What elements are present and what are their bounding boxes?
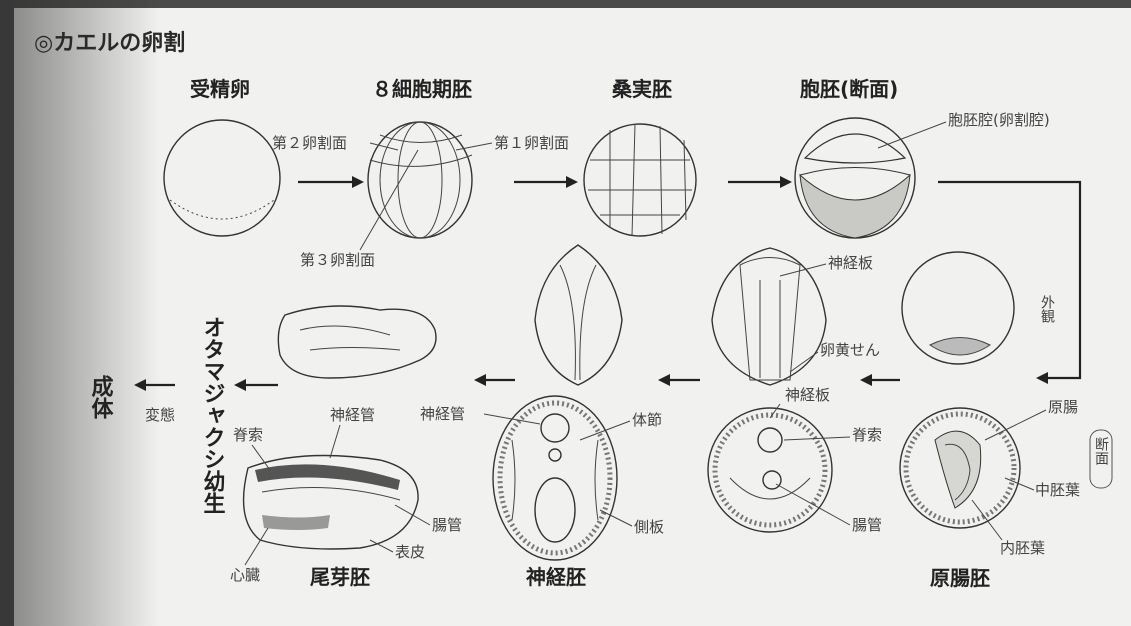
leader-blastocoel xyxy=(878,122,946,148)
label-neural-tube-left: 神経管 xyxy=(420,405,465,423)
label-epidermis: 表皮 xyxy=(395,543,425,561)
leader-heart xyxy=(245,528,268,565)
label-archenteron: 原腸 xyxy=(1048,398,1078,416)
neurula-exterior-drawing xyxy=(535,245,622,385)
label-third-cleavage: 第３卵割面 xyxy=(300,251,375,269)
label-first-cleavage: 第１卵割面 xyxy=(494,134,569,152)
leader-endoderm xyxy=(972,500,1002,540)
leader-gut-tube-tb xyxy=(395,505,430,525)
leader-neural-plate-mid xyxy=(770,404,780,418)
label-neural-plate-mid: 神経板 xyxy=(785,386,830,404)
neural-plate-section-drawing xyxy=(708,408,832,532)
gastrula-exterior-drawing xyxy=(902,252,1014,364)
eight-cell-drawing xyxy=(368,122,472,238)
label-gastrula: 原腸胚 xyxy=(930,566,990,590)
fertilized-egg-drawing xyxy=(164,120,280,236)
label-neural-plate-top: 神経板 xyxy=(828,254,873,272)
label-blastocoel: 胞胚腔(卵割腔) xyxy=(948,111,1050,129)
label-blastopore: 卵黄せん xyxy=(820,341,880,359)
label-adult: 成体 xyxy=(88,375,114,419)
label-notochord-mid: 脊索 xyxy=(852,426,882,444)
arrow-1-head xyxy=(352,176,364,188)
label-morula: 桑実胚 xyxy=(612,77,672,101)
arrow-2-head xyxy=(566,176,578,188)
arrow-5-head xyxy=(658,374,670,386)
morula-drawing xyxy=(584,124,696,236)
leader-gut-tube-mid xyxy=(776,484,850,525)
connector-arrow-head xyxy=(1036,372,1048,384)
arrow-3-head xyxy=(780,176,792,188)
label-tadpole: オタマジャクシ幼生 xyxy=(200,316,226,514)
label-neural-tube-tb: 神経管 xyxy=(330,406,375,424)
neurula-section-drawing xyxy=(493,396,617,560)
tadpole-drawing xyxy=(278,306,436,378)
label-exterior-view: 外観 xyxy=(1039,295,1055,323)
label-blastula: 胞胚(断面) xyxy=(800,77,898,101)
label-somite: 体節 xyxy=(632,411,662,429)
blastula-drawing xyxy=(795,118,915,238)
leader-second-cleavage xyxy=(370,143,398,150)
label-eight-cell: ８細胞期胚 xyxy=(372,77,472,101)
leader-third-cleavage xyxy=(360,150,418,250)
label-section: 断面 xyxy=(1093,437,1109,465)
label-tailbud: 尾芽胚 xyxy=(310,565,370,589)
label-lateral-plate: 側板 xyxy=(634,518,664,536)
leader-neural-tube-left xyxy=(484,414,540,424)
arrow-7-head xyxy=(234,379,246,391)
label-gut-tube-tb: 腸管 xyxy=(432,516,462,534)
leader-blastopore xyxy=(790,352,818,372)
label-endoderm: 内胚葉 xyxy=(1000,539,1045,557)
label-gut-tube-mid: 腸管 xyxy=(852,516,882,534)
leader-lateral-plate xyxy=(600,510,632,526)
label-notochord-tb: 脊索 xyxy=(233,426,263,444)
arrow-4-head xyxy=(860,374,872,386)
label-heart: 心臓 xyxy=(230,566,260,584)
label-neurula: 神経胚 xyxy=(526,565,586,589)
arrow-8-head xyxy=(134,379,146,391)
label-fertilized-egg: 受精卵 xyxy=(190,77,250,101)
label-mesoderm: 中胚葉 xyxy=(1035,481,1080,499)
arrow-6-head xyxy=(474,374,486,386)
diagram-title: ◎カエルの卵割 xyxy=(34,30,185,56)
leader-neural-tube-tb xyxy=(330,425,340,458)
label-metamorphosis: 変態 xyxy=(145,406,175,424)
gastrula-section-drawing xyxy=(900,408,1020,528)
label-second-cleavage: 第２卵割面 xyxy=(272,134,347,152)
leader-somite xyxy=(580,421,630,440)
